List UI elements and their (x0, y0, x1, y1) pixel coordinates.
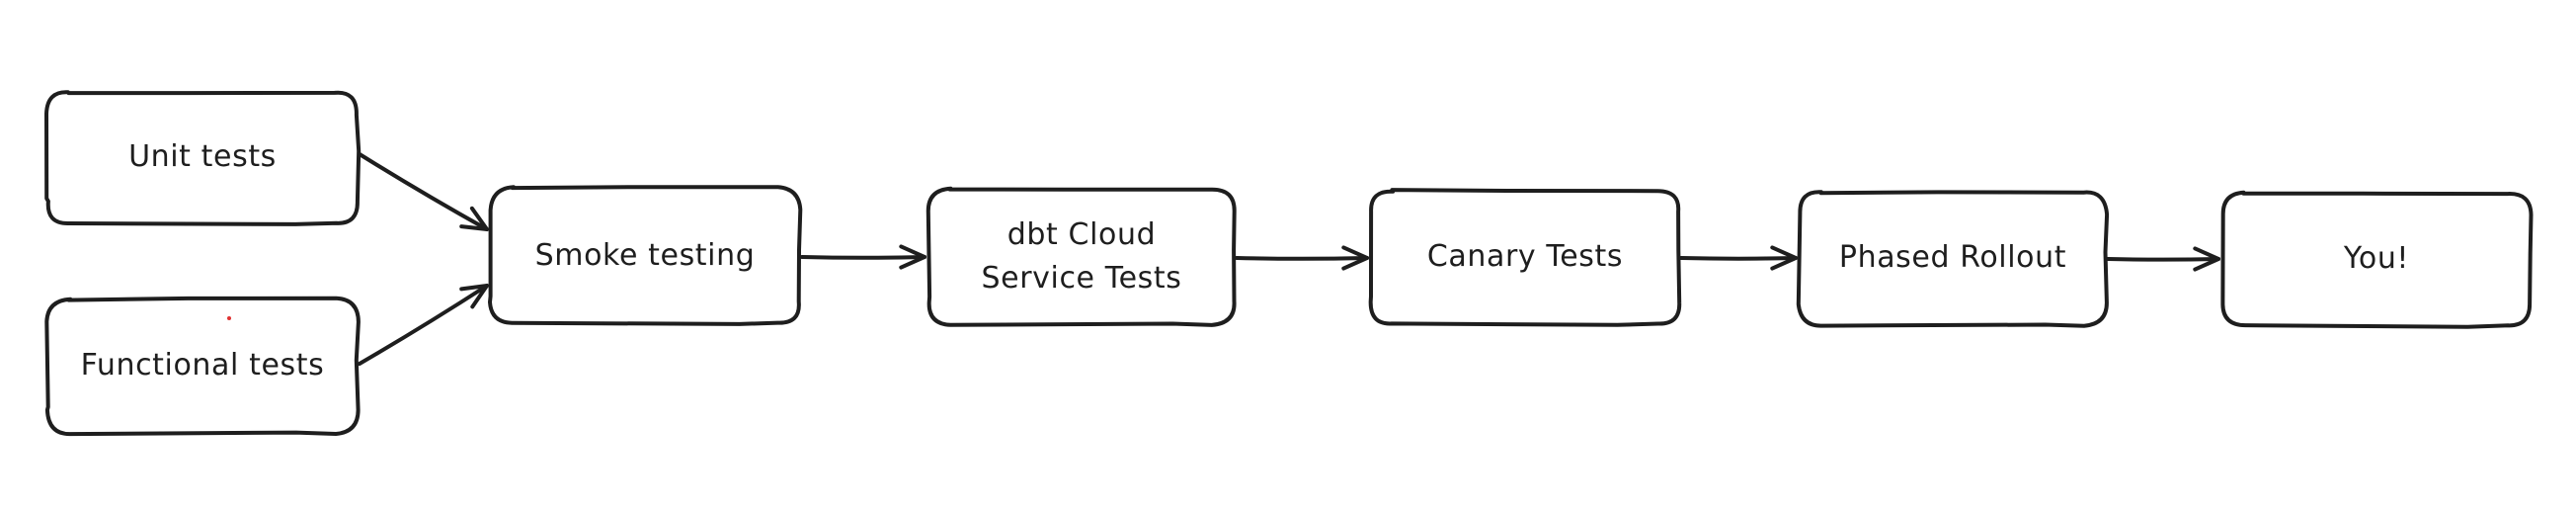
node-label: Phased Rollout (1839, 240, 2066, 275)
node-label: Unit tests (128, 139, 277, 174)
edge-line (358, 284, 489, 366)
edge-canary-tests-to-phased-rollout (1679, 245, 1798, 271)
node-box[interactable] (44, 90, 362, 226)
node-box[interactable] (1368, 188, 1682, 327)
marks-layer (227, 316, 231, 320)
edges-layer (358, 152, 2220, 366)
edge-dbt-cloud-service-tests-to-canary-tests (1235, 245, 1369, 271)
arrowhead-icon (899, 244, 926, 270)
arrowhead-icon (459, 206, 489, 231)
edge-line (2106, 257, 2220, 262)
node-label-line: Phased Rollout (1839, 240, 2066, 275)
node-label-line: Functional tests (81, 348, 325, 382)
arrowhead-icon (2193, 246, 2220, 272)
edge-unit-tests-to-smoke-testing (358, 152, 489, 231)
node-box[interactable] (926, 186, 1237, 327)
arrowhead-icon (459, 284, 489, 309)
node-label: Smoke testing (535, 238, 756, 273)
edge-line (1679, 256, 1798, 261)
stray-mark (227, 316, 231, 320)
node-label-line: Canary Tests (1427, 239, 1623, 274)
node-label-line: Unit tests (128, 139, 277, 174)
node-canary-tests[interactable]: Canary Tests (1368, 188, 1682, 327)
node-box[interactable] (488, 185, 803, 326)
edge-phased-rollout-to-you (2106, 246, 2220, 272)
node-label: Canary Tests (1427, 239, 1623, 274)
node-box[interactable] (1796, 190, 2110, 328)
edge-line (800, 255, 926, 260)
node-box[interactable] (44, 296, 361, 437)
node-phased-rollout[interactable]: Phased Rollout (1796, 190, 2110, 328)
node-you[interactable]: You! (2220, 190, 2534, 329)
edge-line (1235, 256, 1369, 261)
node-label-line: dbt Cloud (1007, 217, 1156, 252)
arrowhead-icon (1770, 245, 1798, 271)
node-unit-tests[interactable]: Unit tests (44, 90, 362, 226)
node-label: Functional tests (81, 348, 325, 382)
node-label: You! (2343, 241, 2409, 276)
edge-line (358, 152, 489, 231)
node-smoke-testing[interactable]: Smoke testing (488, 185, 803, 326)
node-label-line: Service Tests (982, 261, 1182, 296)
node-box[interactable] (2220, 190, 2534, 329)
arrowhead-icon (1341, 245, 1369, 271)
node-label-line: You! (2343, 241, 2409, 276)
node-label-line: Smoke testing (535, 238, 756, 273)
edge-smoke-testing-to-dbt-cloud-service-tests (800, 244, 926, 270)
edge-functional-tests-to-smoke-testing (358, 284, 489, 366)
node-functional-tests[interactable]: Functional tests (44, 296, 361, 437)
